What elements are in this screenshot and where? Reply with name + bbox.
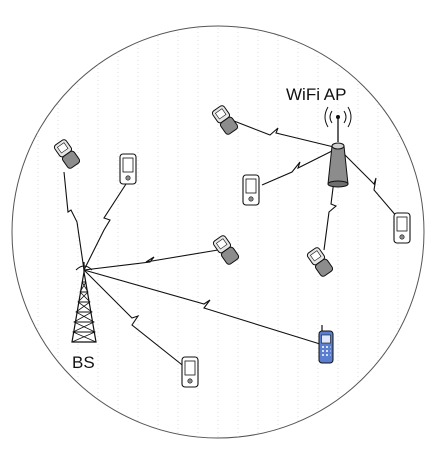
link-bs-device-1 [63, 171, 85, 271]
pda-icon [393, 212, 411, 244]
base-station-label: BS [72, 353, 95, 372]
flip-phone-icon [211, 105, 239, 135]
access-point-label: WiFi AP [286, 85, 346, 104]
pda-icon [242, 174, 260, 206]
flip-phone-icon [212, 235, 240, 265]
tower-icon [71, 262, 97, 343]
cellphone-icon [318, 325, 334, 364]
flip-phone-icon [306, 247, 334, 277]
link-bs-device-5 [83, 269, 321, 345]
pda-icon [181, 356, 199, 388]
link-ap-device-6 [233, 120, 339, 149]
link-ap-device-7 [261, 147, 339, 186]
link-ap-device-9 [337, 147, 399, 219]
link-bs-device-3 [83, 249, 219, 271]
flip-phone-icon [53, 139, 81, 169]
link-bs-device-4 [83, 269, 187, 369]
background-grid [37, 26, 399, 438]
pda-icon [119, 153, 137, 185]
wifi-ap-icon [324, 106, 352, 188]
link-bs-device-2 [83, 183, 127, 271]
